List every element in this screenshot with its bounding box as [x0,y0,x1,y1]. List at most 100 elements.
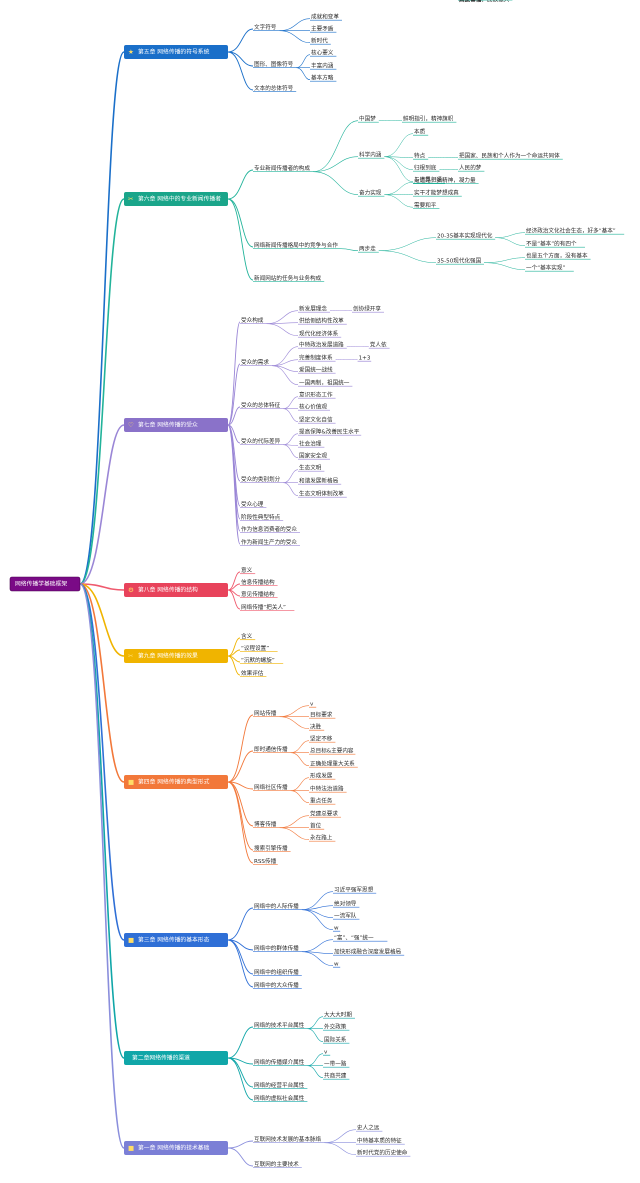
branch-label: 新闻网站的任务与业务构成 [254,274,322,282]
leaf-label: v [324,1050,328,1056]
leaf-label: 主要矛盾 [311,25,334,33]
leaf-label: 人民幸福 [459,0,482,4]
chapter-node[interactable]: ■第四章 网络传播的典型形式 [124,775,228,789]
branch-label: “沉默的螺旋” [241,656,275,664]
connector-line [301,909,334,930]
connector-line [227,1057,254,1088]
connector-line [227,714,254,783]
connector-line [312,120,359,172]
connector-line [271,365,299,372]
branch-label: 图形、图像符号 [254,60,294,68]
connector-line [283,433,299,445]
leaf-label: 本质 [414,128,426,136]
connector-line [227,169,254,200]
connector-line [312,156,359,172]
connector-line [266,323,299,336]
leaf-label: 一国两制，祖国统一 [299,379,350,387]
leaf-label: 共商共建 [324,1072,347,1080]
leaf-label: 与世界相通 [414,176,442,184]
connector-line [290,777,310,791]
branch-label: 信息传播结构 [241,578,275,586]
connector-line [271,359,299,366]
branch-label: 效果评估 [241,669,264,677]
connector-line [279,716,310,729]
chapter-node[interactable]: ✂第九章 网络传播的效果 [124,649,228,663]
branch-label: 互联网的主要技术 [254,1160,299,1168]
connector-line [307,1028,324,1042]
connector-line [340,248,359,251]
branch-label: 受众的需求 [241,358,269,366]
connector-line [227,51,254,91]
connector-line [296,54,311,68]
connector-line [378,250,437,263]
connector-line [378,237,437,251]
connector-line [324,1142,357,1155]
leaf-label: 现代化经济体系 [299,330,339,338]
leaf-label: 国际关系 [324,1036,347,1044]
chapter-node[interactable]: ★第五章 网络传播的符号系统 [124,45,228,59]
connector-line [495,232,526,238]
leaf-label: 生态文明 [299,464,322,472]
connector-line [307,1016,324,1029]
chapter-icon: ■ [128,936,134,944]
connector-line [283,482,299,496]
chapter-label: 第七章 网络传播的受众 [138,421,198,429]
branch-label: “议程设置” [241,644,269,652]
connector-line [227,321,241,426]
chapter-node[interactable]: 第二章网络传播的渠道 [124,1051,228,1065]
leaf-label: 生态文明体制改革 [299,490,344,498]
leaf-label: 科学内涵 [359,151,382,159]
leaf-label: 党建总要求 [310,810,338,818]
connector-line [227,750,254,783]
connector-line [227,781,254,790]
connector-line [301,909,334,918]
branch-label: 专业新闻传播者的构成 [254,164,310,172]
leaf-label: 爱国统一战线 [299,366,333,374]
branch-label: 作为新闻生产力的受众 [241,538,297,546]
chapter-node[interactable]: ■第一章 网络传播的技术基础 [124,1141,228,1155]
leaf-label: v [310,702,314,708]
chapter-icon: ✂ [128,652,134,660]
connector-line [296,67,311,80]
branch-label: RSS传播 [254,857,277,865]
root-node[interactable]: 网络传播学基础框架 [9,576,81,592]
leaf-label: 国家安全观 [299,452,327,460]
chapter-icon: ★ [128,48,134,56]
branch-label: 受众的代际差异 [241,437,281,445]
chapter-node[interactable]: ✂第六章 网络中的专业新闻传播者 [124,192,228,206]
connector-line [227,939,254,988]
leaf-label: 奋力实现 [359,189,382,197]
leaf-label: 一带一路 [324,1060,347,1068]
branch-label: 网络新闻传播格局中的竞争与合作 [254,241,338,249]
leaf-label: 重点任务 [310,797,333,805]
connector-line [283,396,299,409]
connector-line [384,181,414,195]
chapter-node[interactable]: ■第三章 网络传播的基本形态 [124,933,228,947]
chapter-label: 第八章 网络传播的结构 [138,586,198,594]
connector-line [384,133,414,157]
leaf-label: 成就和变革 [311,13,339,21]
connector-line [301,891,334,910]
leaf-label: 决胜 [310,723,322,731]
connector-line [79,583,125,591]
connector-line [79,583,125,941]
chapter-node[interactable]: ♡ 第七章 网络传播的受众 [124,418,228,432]
leaf-label: 加快形成融合深度发展格局 [334,948,402,956]
chapter-icon: ⚙ [128,586,134,594]
connector-line [283,408,299,422]
leaf-label: 鲜明指引，精神旗帜 [403,115,454,123]
chapter-node[interactable]: ⚙ 第八章 网络传播的结构 [124,583,228,597]
connector-line [227,1026,254,1059]
branch-label: 文字符号 [254,23,277,31]
branch-label: 博客传播 [254,820,277,828]
branch-label: 网络中的组织传播 [254,968,299,976]
branch-label: 网络的传播媒介属性 [254,1058,305,1066]
leaf-label: 核心要义 [311,49,334,57]
branch-label: 受众的类别划分 [241,475,281,483]
leaf-label: “富”、“强”统一 [334,934,374,942]
leaf-label: 创协绿开享 [353,305,381,313]
chapter-label: 第二章网络传播的渠道 [132,1054,190,1062]
leaf-label: 总目标&主要内容 [310,747,354,755]
chapter-icon: ♡ [128,421,134,429]
connector-line [79,51,125,585]
